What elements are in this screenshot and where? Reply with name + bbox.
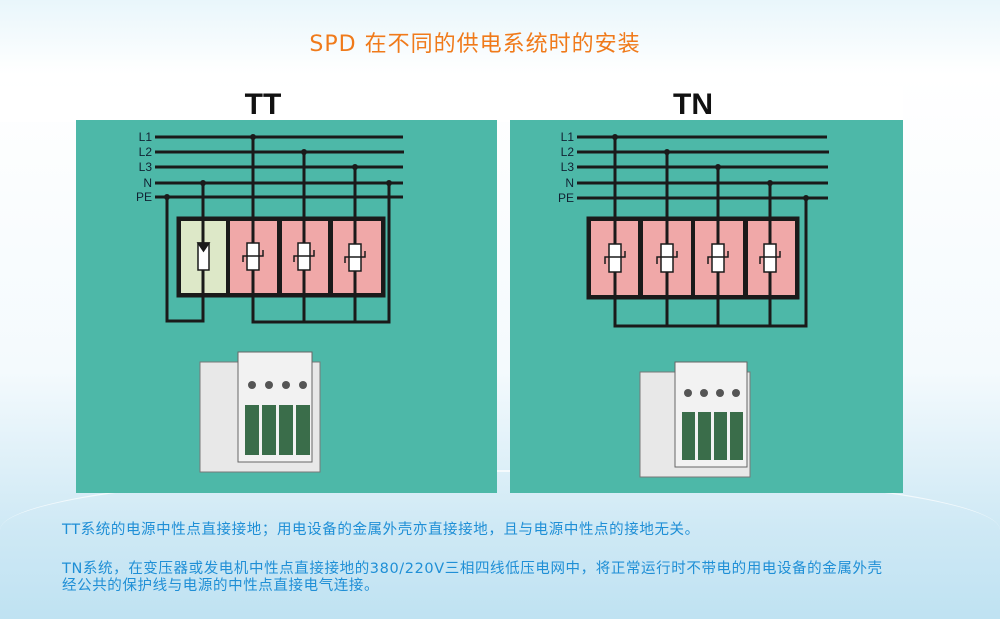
tt-line-label-l1: L1 <box>139 130 153 144</box>
tn-spd-device-illustration <box>639 361 751 478</box>
tn-line-label-l2: L2 <box>561 145 575 159</box>
tn-line-label-pe: PE <box>558 191 574 205</box>
page-title: SPD 在不同的供电系统时的安装 <box>309 32 641 57</box>
tt-line-label-l3: L3 <box>139 160 153 174</box>
tn-line-label-n: N <box>565 176 574 190</box>
tt-description: TT系统的电源中性点直接接地；用电设备的金属外壳亦直接接地，且与电源中性点的接地… <box>62 522 700 538</box>
tt-line-label-n: N <box>143 176 152 190</box>
tn-line-label-l1: L1 <box>561 130 575 144</box>
tt-label: TT <box>245 88 282 121</box>
tt-line-label-pe: PE <box>136 190 152 204</box>
tn-diagram: TN L1 L2 L3 N PE <box>510 88 903 493</box>
tt-diagram: TT L1 L2 L3 N PE <box>76 88 497 493</box>
tn-description: TN系统，在变压器或发电机中性点直接接地的380/220V三相四线低压电网中，将… <box>62 561 883 594</box>
tn-line-label-l3: L3 <box>561 160 575 174</box>
tn-label: TN <box>673 88 713 121</box>
tt-spd-device-illustration <box>199 351 321 473</box>
background-wave <box>0 470 1000 590</box>
tt-line-label-l2: L2 <box>139 145 153 159</box>
